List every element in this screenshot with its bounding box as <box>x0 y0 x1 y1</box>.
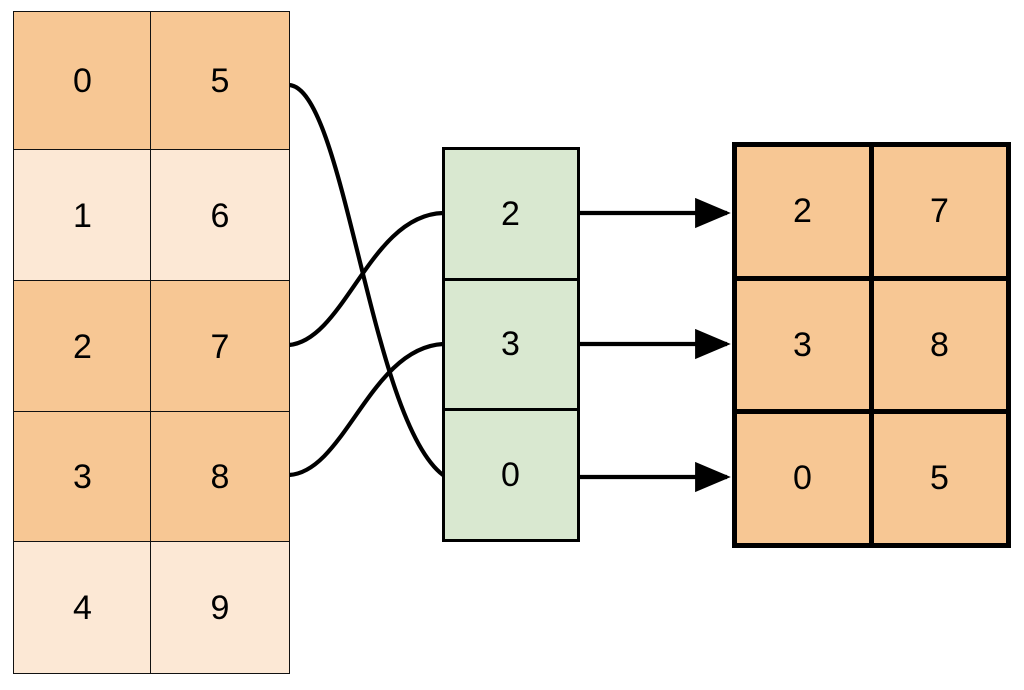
result-cell-r0c1[interactable]: 7 <box>868 141 1011 281</box>
source-cell-r0c1[interactable]: 5 <box>150 11 290 151</box>
result-cell-r2c1[interactable]: 5 <box>868 408 1011 548</box>
curve-source-row-3-to-index-1 <box>286 341 446 478</box>
source-cell-r0c0[interactable]: 0 <box>13 11 152 151</box>
source-cell-r3c1[interactable]: 8 <box>150 411 290 543</box>
result-cell-r0c0[interactable]: 2 <box>731 141 874 281</box>
source-table: 0 5 1 6 2 7 3 8 4 9 <box>13 11 290 674</box>
result-cell-r1c0[interactable]: 3 <box>731 275 874 414</box>
result-cell-r2c0[interactable]: 0 <box>731 408 874 548</box>
source-cell-r4c0[interactable]: 4 <box>13 541 152 674</box>
source-cell-r4c1[interactable]: 9 <box>150 541 290 674</box>
index-cell-1[interactable]: 3 <box>441 277 580 411</box>
result-cell-r1c1[interactable]: 8 <box>868 275 1011 414</box>
index-cell-2[interactable]: 0 <box>441 407 580 542</box>
index-column: 2 3 0 <box>441 146 580 542</box>
result-table: 2 7 3 8 0 5 <box>731 141 1011 548</box>
index-cell-0[interactable]: 2 <box>441 146 580 281</box>
source-cell-r3c0[interactable]: 3 <box>13 411 152 543</box>
source-cell-r1c1[interactable]: 6 <box>150 149 290 282</box>
source-cell-r2c0[interactable]: 2 <box>13 280 152 413</box>
source-cell-r1c0[interactable]: 1 <box>13 149 152 282</box>
curve-source-row-2-to-index-0 <box>286 210 446 348</box>
curve-source-row-0-to-index-2 <box>286 82 446 478</box>
source-cell-r2c1[interactable]: 7 <box>150 280 290 413</box>
